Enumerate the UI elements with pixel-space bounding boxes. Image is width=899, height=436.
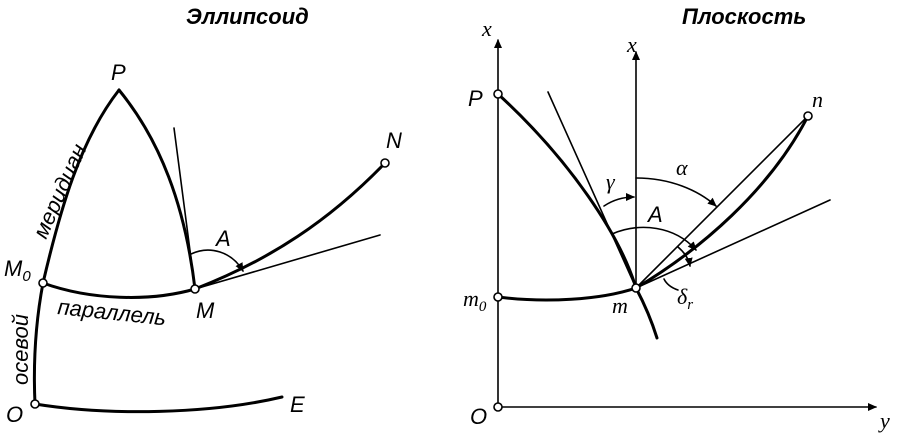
label-o: O [6,402,23,427]
delta-arc-arrow [677,246,693,267]
point-o-plane [493,402,503,412]
axial-meridian-curve [41,88,121,285]
plane-title: Плоскость [682,4,806,29]
azimuth-arc-arrow [190,249,244,272]
delta-leader [663,278,679,291]
meridian-tangent-plane [547,91,637,289]
point-n [380,158,390,168]
label-alpha: α [676,155,688,180]
parallel-curve-plane [496,286,638,302]
label-p: P [111,60,126,85]
axial-meridian-lower [32,281,45,406]
label-m0-plane: m0 [463,286,487,315]
label-x-inner: x [626,32,637,57]
label-y: y [878,408,890,433]
parallel-curve [41,281,197,299]
label-gamma: γ [606,169,616,194]
geodesic-curve-mn [193,161,387,291]
geodesic-tangent-line [194,234,381,290]
label-e: E [290,392,305,417]
label-m-plane: m [612,293,628,318]
meridian-curve-pm [117,88,197,291]
curve-tangent-plane [635,199,831,289]
gamma-arc-arrow [603,193,635,207]
label-a-plane: A [646,202,663,227]
point-m0-plane [493,292,503,302]
label-a: A [214,226,231,251]
plane-panel: Плоскость x [463,4,890,433]
meridian-curve-pm-plane [496,92,659,340]
label-n: N [386,128,402,153]
point-m-plane [631,283,641,293]
ellipsoid-title: Эллипсоид [186,4,309,29]
label-p-plane: P [468,86,483,111]
azimuth-arc-plane [611,226,697,251]
label-x-outer: x [481,16,492,41]
point-o [30,399,40,409]
point-p-plane [493,89,503,99]
label-axial: осевой [8,314,33,385]
label-m0: M0 [4,256,31,285]
label-n-plane: n [812,87,823,112]
curve-mn-plane [634,114,810,290]
chord-mn [635,115,809,289]
label-parallel: параллель [56,294,167,330]
point-n-plane [803,111,813,121]
point-m0 [38,278,48,288]
equator-curve [33,395,284,414]
label-meridian: меридиан [28,140,92,242]
ellipsoid-panel: Эллипсоид P N A M0 M O E меридиан парал [4,4,402,427]
label-m: M [196,298,215,323]
label-delta: δr [677,284,693,313]
meridian-tangent-line [173,127,196,290]
alpha-arc-arrow [635,177,717,207]
label-o-plane: O [470,404,487,429]
point-m [190,284,200,294]
